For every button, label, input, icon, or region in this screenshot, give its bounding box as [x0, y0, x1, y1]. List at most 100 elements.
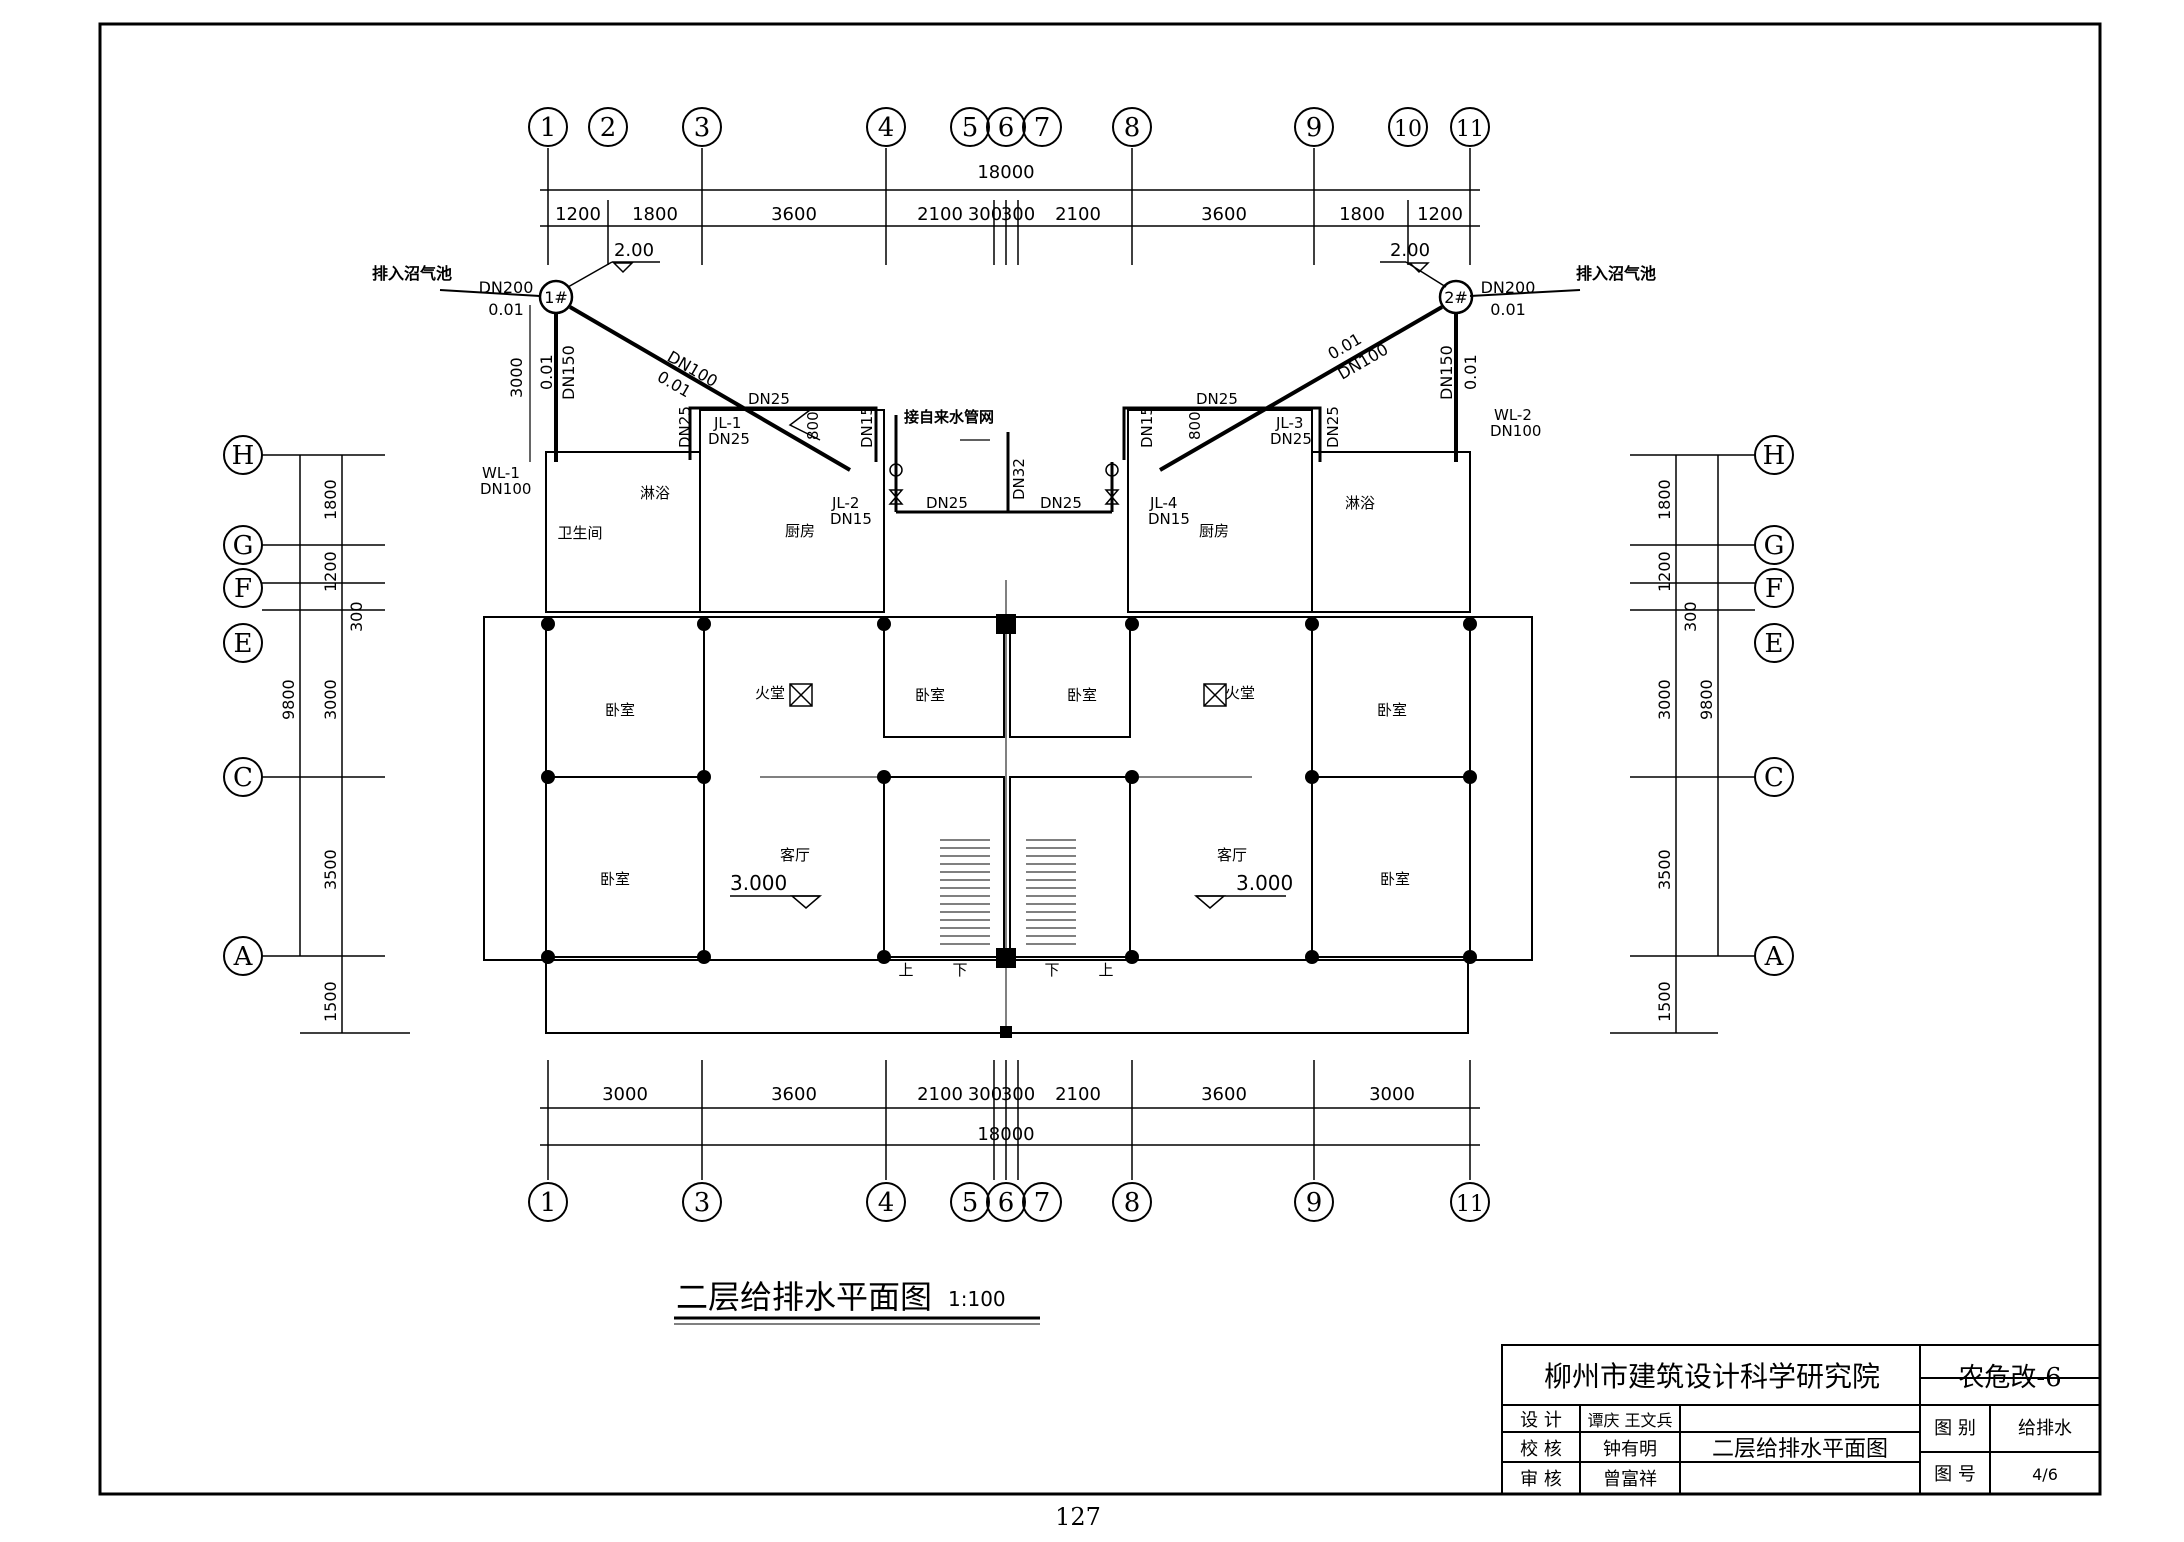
dim-left-4: 3000	[321, 679, 340, 720]
water-supply-lines	[688, 406, 1322, 514]
label-jl1: JL-1	[713, 414, 741, 432]
axis-bottom-3: 3	[694, 1188, 711, 1218]
dim-right-total: 9800	[1697, 679, 1716, 720]
tb-number-value: 4/6	[2032, 1465, 2058, 1484]
dim-top-3: 3600	[771, 204, 817, 225]
label-wl2-dn: DN100	[1490, 422, 1541, 440]
label-dn150-right: DN150	[1437, 345, 1456, 400]
label-dn25-c: DN25	[1040, 494, 1082, 512]
room-kitchen-right: 厨房	[1199, 522, 1229, 540]
label-elev-right: 2.00	[1390, 240, 1430, 261]
room-living-left: 客厅	[780, 846, 810, 864]
axis-right-H: H	[1763, 441, 1786, 471]
axis-right-C: C	[1764, 763, 1784, 793]
dim-bottom-7: 3600	[1201, 1084, 1247, 1105]
axis-left-G: G	[233, 531, 254, 561]
axis-top-6: 6	[998, 113, 1015, 143]
side-axis-lines	[262, 454, 1755, 1034]
dim-left-3: 300	[347, 601, 366, 632]
manhole-2-label: 2#	[1444, 288, 1468, 307]
label-elev-left: 2.00	[614, 240, 654, 261]
label-dn32: DN32	[1010, 458, 1028, 500]
tb-category-label: 图 别	[1934, 1418, 1976, 1439]
label-wl1-dn: DN100	[480, 480, 531, 498]
label-jl4-dn: DN15	[1148, 510, 1190, 528]
axis-right-E: E	[1765, 629, 1784, 659]
label-jl3: JL-3	[1275, 414, 1303, 432]
label-dn25-d: DN25	[1196, 390, 1238, 408]
top-axis-group	[528, 107, 1490, 147]
label-slope150-right: 0.01	[1461, 354, 1480, 390]
dim-top-4: 2100	[917, 204, 963, 225]
dim-right-4: 3000	[1655, 679, 1674, 720]
room-kitchen-left: 厨房	[785, 522, 815, 540]
drawing-scale: 1:100	[948, 1287, 1006, 1311]
elevation-markers	[730, 683, 1286, 909]
axis-top-3: 3	[694, 113, 711, 143]
room-bedroom-6: 卧室	[1380, 870, 1410, 888]
dim-top-7: 2100	[1055, 204, 1101, 225]
dim-right-3: 300	[1681, 601, 1700, 632]
tb-design-label: 设 计	[1520, 1410, 1562, 1431]
label-d800-right: 800	[1186, 411, 1204, 440]
axis-bottom-9: 9	[1306, 1188, 1323, 1218]
manhole-1-label: 1#	[544, 288, 568, 307]
elev-floor-right: 3.000	[1236, 871, 1293, 895]
bottom-axis-bubbles	[528, 1182, 1490, 1222]
label-dn25-b: DN25	[926, 494, 968, 512]
axis-bottom-8: 8	[1124, 1188, 1141, 1218]
room-shower-left: 淋浴	[640, 484, 670, 502]
axis-left-H: H	[232, 441, 255, 471]
dim-right-2: 1200	[1655, 551, 1674, 592]
tb-check-name: 钟有明	[1603, 1439, 1657, 1460]
dim-left-6: 1500	[321, 981, 340, 1022]
dim-right-1: 1800	[1655, 479, 1674, 520]
axis-bottom-5: 5	[962, 1188, 979, 1218]
dim-bottom-6: 2100	[1055, 1084, 1101, 1105]
dim-bottom-3: 2100	[917, 1084, 963, 1105]
dim-top-10: 1200	[1417, 204, 1463, 225]
label-wl1: WL-1	[482, 464, 520, 482]
label-water-supply: 接自来水管网	[904, 408, 994, 426]
axis-left-C: C	[233, 763, 253, 793]
dim-top-2: 1800	[632, 204, 678, 225]
label-dn200-left: DN200	[479, 278, 534, 297]
dim-top-5: 300	[968, 204, 1002, 225]
label-dn25-e: DN25	[676, 406, 694, 448]
dim-bottom-1: 3000	[602, 1084, 648, 1105]
axis-top-9: 9	[1306, 113, 1323, 143]
room-fire-left: 火堂	[755, 684, 785, 702]
axis-top-8: 8	[1124, 113, 1141, 143]
axis-bottom-1: 1	[540, 1188, 557, 1218]
dim-left-2: 1200	[321, 551, 340, 592]
room-shower-right: 淋浴	[1345, 494, 1375, 512]
room-bedroom-1: 卧室	[605, 701, 635, 719]
tb-institute: 柳州市建筑设计科学研究院	[1544, 1360, 1880, 1393]
dim-bottom-total: 18000	[977, 1124, 1034, 1145]
tb-project-code: 农危改-6	[1958, 1363, 2061, 1393]
dim-left-total: 9800	[279, 679, 298, 720]
label-wl2: WL-2	[1494, 406, 1532, 424]
tb-design-names: 谭庆 王文兵	[1587, 1411, 1672, 1430]
label-dn25-a: DN25	[748, 390, 790, 408]
label-dn15-a: DN15	[858, 406, 876, 448]
axis-bottom-11: 11	[1456, 1192, 1484, 1217]
stair-down-right: 下	[1044, 961, 1059, 979]
axis-top-4: 4	[878, 113, 895, 143]
label-drain-biogas-right: 排入沼气池	[1576, 264, 1656, 283]
room-fire-right: 火堂	[1225, 684, 1255, 702]
valves	[888, 463, 1120, 505]
dim-left-1: 1800	[321, 479, 340, 520]
dim-bottom-8: 3000	[1369, 1084, 1415, 1105]
top-dimension-lines	[540, 148, 1480, 265]
stair-up-right: 上	[1098, 961, 1113, 979]
stair-down-left: 下	[952, 961, 967, 979]
tb-number-label: 图 号	[1934, 1464, 1976, 1485]
label-dn15-b: DN15	[1138, 406, 1156, 448]
axis-top-5: 5	[962, 113, 979, 143]
dim-bottom-4: 300	[968, 1084, 1002, 1105]
axis-top-11: 11	[1456, 117, 1484, 142]
side-axis-bubbles	[223, 435, 1794, 976]
dim-top-9: 1800	[1339, 204, 1385, 225]
label-jl3-dn: DN25	[1270, 430, 1312, 448]
